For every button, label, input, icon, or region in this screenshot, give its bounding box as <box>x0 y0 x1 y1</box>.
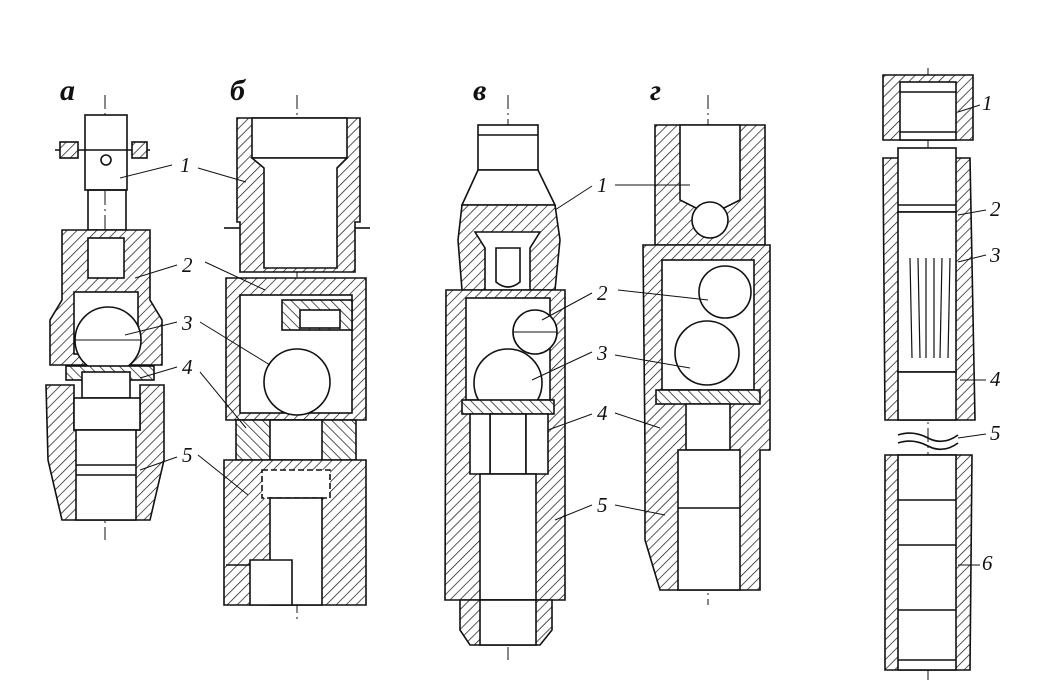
callout-e-6: 6 <box>982 551 993 575</box>
valve-variant-a <box>45 95 165 540</box>
variant-letter-v: в <box>473 74 486 107</box>
callout-v-2: 2 <box>597 281 608 305</box>
valve-variant-g <box>642 95 771 605</box>
callout-e-3: 3 <box>989 243 1001 267</box>
callout-v-3: 3 <box>596 341 608 365</box>
variant-letter-a: а <box>60 74 75 107</box>
leader-lines <box>119 104 987 566</box>
callout-a-2: 2 <box>182 253 193 277</box>
callout-a-1: 1 <box>180 153 191 177</box>
callout-e-2: 2 <box>990 197 1001 221</box>
variant-letter-b: б <box>230 74 246 107</box>
callout-v-5: 5 <box>597 493 608 517</box>
callout-e-5: 5 <box>990 421 1001 445</box>
callout-v-4: 4 <box>597 401 608 425</box>
variant-letter-g: г <box>650 74 661 107</box>
valve-variant-v <box>444 95 566 660</box>
valve-variant-b <box>223 95 370 620</box>
callout-a-5: 5 <box>182 443 193 467</box>
valve-variant-e <box>882 68 976 680</box>
callout-e-4: 4 <box>990 367 1001 391</box>
callout-v-1: 1 <box>597 173 608 197</box>
callout-e-1: 1 <box>982 91 993 115</box>
callout-a-3: 3 <box>181 311 193 335</box>
callout-a-4: 4 <box>182 355 193 379</box>
